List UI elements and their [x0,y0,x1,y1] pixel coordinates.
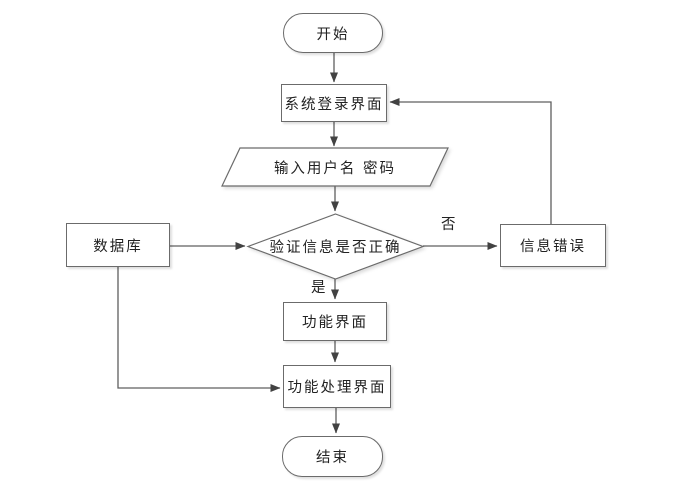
input-credentials-label: 输入用户名 密码 [273,160,397,177]
io-parallelogram-shape [221,147,449,187]
edge-database-to-function-process [117,267,281,392]
database-node: 数据库 [66,223,170,267]
error-message-node: 信息错误 [500,224,606,267]
edge-error-to-login [389,98,552,224]
start-node: 开始 [283,13,383,53]
function-process-node: 功能处理界面 [283,365,391,408]
decision-diamond-shape [246,213,425,280]
end-node: 结束 [282,436,383,477]
verify-decision-label: 验证信息是否正确 [269,240,402,256]
edge-label-no: 否 [441,217,456,233]
login-screen-node: 系统登录界面 [281,84,387,122]
edge-label-yes: 是 [311,280,326,296]
function-screen-node: 功能界面 [283,302,387,341]
